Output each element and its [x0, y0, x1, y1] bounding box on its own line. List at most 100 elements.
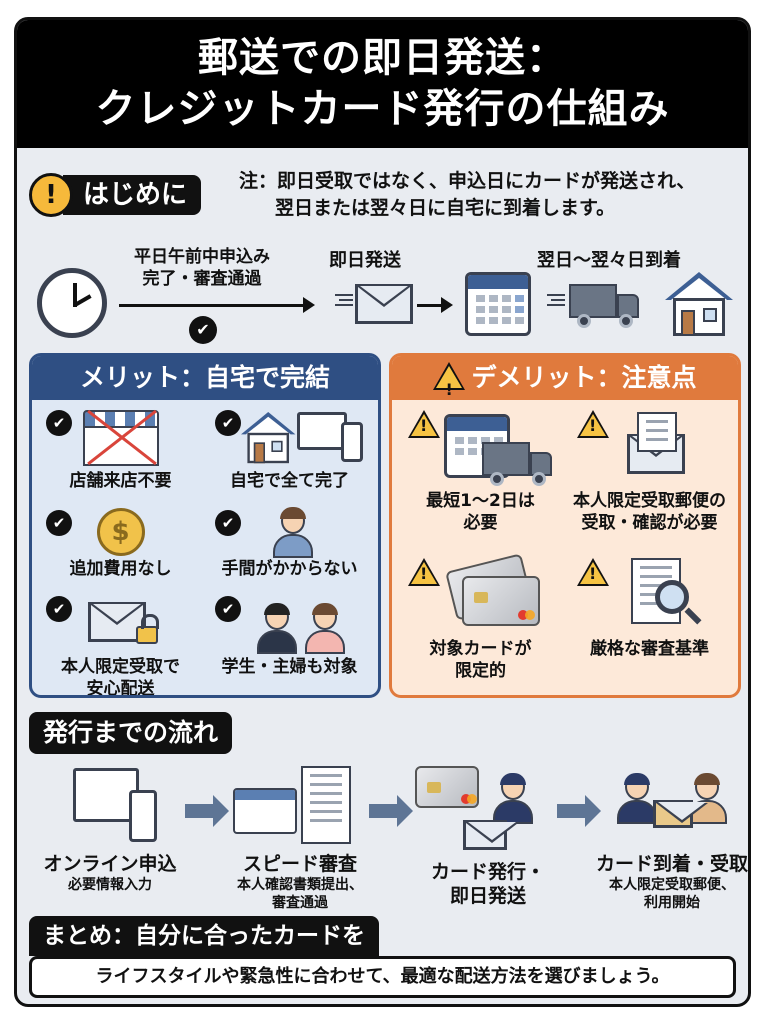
issuance-flow: オンライン申込 必要情報入力 スピード審査 本人確認書類提出、 審査通過 カード…	[17, 760, 748, 920]
demerit-item: 本人限定受取郵便の 受取・確認が必要	[565, 406, 734, 554]
flow-step-title: カード到着・受取	[595, 853, 748, 875]
flow-step: カード到着・受取 本人限定受取郵便、 利用開始	[587, 760, 748, 912]
summary-title: まとめ：自分に合ったカードを	[29, 916, 379, 956]
flow-step: カード発行・ 即日発送	[403, 760, 573, 908]
timeline-step-arrive: 翌日〜翌々日到着	[537, 250, 681, 271]
flow-step-title: スピード審査	[242, 853, 357, 875]
merit-item: ✔ 学生・主婦も対象	[205, 592, 374, 692]
demerit-item: 厳格な審査基準	[565, 554, 734, 694]
demerit-item-label-line-2: 限定的	[455, 661, 506, 681]
arrow-right-icon	[119, 297, 315, 313]
check-circle-icon: ✔	[215, 510, 241, 536]
arrow-right-icon	[185, 795, 229, 827]
arrow-right-icon	[557, 795, 601, 827]
timeline-step-apply-line-1: 平日午前中申込み	[134, 247, 270, 267]
demerit-item: 対象カードが 限定的	[396, 553, 565, 694]
check-circle-icon: ✔	[215, 410, 241, 436]
merit-item-label: 本人限定受取で 安心配送	[36, 656, 205, 698]
flow-step-sub-line-2: 審査通過	[272, 895, 328, 911]
demerit-header: デメリット：注意点	[392, 356, 738, 412]
speed-lines-icon	[335, 294, 353, 306]
warning-icon	[577, 410, 609, 438]
demerit-panel: デメリット：注意点 最短1〜2日は 必要	[389, 353, 741, 698]
flow-step-sub-line-1: 本人限定受取郵便、	[609, 877, 735, 893]
merit-item-label: 学生・主婦も対象	[221, 657, 358, 677]
warning-icon	[408, 558, 440, 586]
demerit-title: デメリット：注意点	[471, 363, 697, 392]
exclamation-icon: !	[29, 173, 73, 217]
merit-item: ✔ 手間がかからない	[205, 506, 374, 592]
house-icon	[665, 272, 733, 338]
merit-item-label: 自宅で全て完了	[230, 471, 349, 491]
check-circle-icon: ✔	[46, 510, 72, 536]
signed-letter-icon	[565, 406, 734, 490]
flow-step-title-line-1: カード発行・	[430, 861, 545, 883]
flow-step-title-line-2: 即日発送	[449, 885, 526, 907]
merit-item-label: 追加費用なし	[69, 559, 172, 579]
calendar-truck-icon	[396, 406, 565, 490]
intro-label: はじめに	[63, 175, 202, 215]
warning-icon	[577, 558, 609, 586]
flow-step-title: カード発行・ 即日発送	[403, 860, 573, 908]
computer-phone-icon	[25, 760, 195, 852]
demerit-item-label-line-1: 本人限定受取郵便の	[573, 491, 726, 511]
check-circle-icon: ✔	[46, 596, 72, 622]
merit-item-label: 手間がかからない	[221, 559, 358, 579]
id-document-icon	[215, 760, 385, 852]
home-devices-icon	[205, 406, 374, 470]
flow-step-sub-line-1: 本人確認書類提出、	[237, 877, 363, 893]
demerit-item-label: 厳格な審査基準	[590, 639, 709, 659]
demerit-item-label-line-1: 対象カードが	[429, 639, 532, 659]
title-line-2: クレジットカード発行の仕組み	[95, 86, 670, 132]
demerit-item-label: 対象カードが 限定的	[396, 638, 565, 682]
intro-section: ! はじめに 注：即日受取ではなく、申込日にカードが発送され、 翌日または翌々日…	[17, 160, 748, 345]
demerit-item-label-line-2: 必要	[463, 513, 498, 533]
demerit-item-label-line-1: 最短1〜2日は	[426, 491, 535, 511]
timeline-step-apply: 平日午前中申込み 完了・審査通過	[117, 246, 287, 290]
relaxed-person-icon	[273, 507, 313, 558]
merit-item-label: 店舗来店不要	[69, 471, 172, 491]
merit-item: ✔ 自宅で全て完了	[205, 406, 374, 506]
merit-panel: メリット：自宅で完結 ✔ 店舗来店不要 ✔ 自宅で	[29, 353, 381, 698]
demerit-item-label: 本人限定受取郵便の 受取・確認が必要	[565, 490, 734, 534]
merit-item: ✔ 本人限定受取で 安心配送	[36, 592, 205, 695]
coin-icon: $	[96, 508, 145, 556]
delivery-timeline: 平日午前中申込み 完了・審査通過 ✔ 即日発送 翌日〜翌々日到着	[17, 236, 748, 346]
demerit-item-label: 最短1〜2日は 必要	[396, 490, 565, 534]
title-line-1: 郵送での即日発送：	[198, 35, 567, 81]
flow-step-sub-line-2: 利用開始	[644, 895, 700, 911]
arrow-right-icon	[369, 795, 413, 827]
card-postman-icon	[403, 760, 573, 852]
intro-note: 注：即日受取ではなく、申込日にカードが発送され、 翌日または翌々日に自宅に到着し…	[239, 168, 695, 222]
merit-title: メリット：自宅で完結	[32, 356, 378, 400]
check-circle-icon: ✔	[46, 410, 72, 436]
postman-delivery-icon	[587, 760, 748, 852]
flow-step: オンライン申込 必要情報入力	[25, 760, 195, 894]
timeline-step-apply-line-2: 完了・審査通過	[142, 269, 262, 289]
merit-item-label-line-2: 安心配送	[86, 679, 155, 698]
infographic-frame: 郵送での即日発送： クレジットカード発行の仕組み ! はじめに 注：即日受取では…	[14, 17, 751, 1007]
check-circle-icon: ✔	[189, 316, 217, 344]
merit-item: ✔ $ 追加費用なし	[36, 506, 205, 592]
title-banner: 郵送での即日発送： クレジットカード発行の仕組み	[17, 20, 748, 148]
arrow-right-icon	[417, 297, 453, 313]
warning-icon	[433, 362, 466, 412]
flow-step: スピード審査 本人確認書類提出、 審査通過	[215, 760, 385, 912]
intro-badge: ! はじめに	[29, 172, 202, 218]
flow-step-title: オンライン申込	[43, 853, 177, 875]
store-crossed-icon	[82, 409, 159, 468]
summary-text: ライフスタイルや緊急性に合わせて、最適な配送方法を選びましょう。	[29, 956, 736, 998]
warning-icon	[408, 410, 440, 438]
intro-note-line-1: 注：即日受取ではなく、申込日にカードが発送され、	[239, 170, 696, 192]
demerit-item-label-line-2: 受取・確認が必要	[581, 513, 718, 533]
truck-icon	[569, 284, 641, 330]
credit-cards-icon	[396, 553, 565, 638]
student-housewife-icon	[205, 592, 374, 656]
envelope-lock-icon	[36, 592, 205, 656]
calendar-icon	[465, 272, 531, 336]
clock-icon	[37, 268, 107, 338]
speed-lines-icon	[547, 294, 565, 306]
merit-item: ✔ 店舗来店不要	[36, 406, 205, 506]
intro-note-line-2: 翌日または翌々日に自宅に到着します。	[275, 197, 616, 219]
merit-item-label-line-1: 本人限定受取で	[61, 657, 180, 677]
